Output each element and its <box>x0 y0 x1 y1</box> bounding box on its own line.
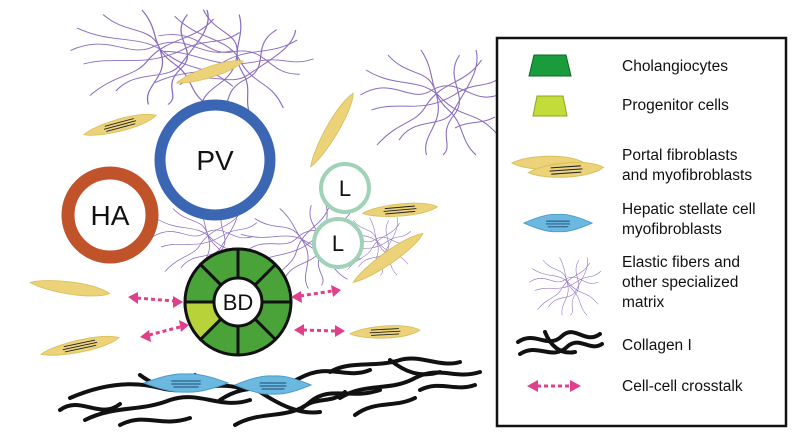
legend-label-fibroblasts-line2: and myofibroblasts <box>622 167 752 184</box>
legend: Cholangiocytes Progenitor cells Portal f… <box>495 36 788 428</box>
legend-label-collagen: Collagen I <box>622 337 692 354</box>
lymphatic-vessel-lower: L <box>312 217 364 269</box>
legend-label-stellate-line1: Hepatic stellate cell <box>622 201 756 218</box>
double-arrow-icon <box>527 380 581 392</box>
portal-vein: PV <box>154 99 276 221</box>
legend-label-elastic-line3: matrix <box>622 294 664 311</box>
lymphatic-vessel-upper: L <box>319 162 371 214</box>
crosstalk-arrows <box>136 289 337 337</box>
lymphatic-label-lower: L <box>332 231 344 256</box>
lymphatic-label-upper: L <box>339 176 351 201</box>
lime-trapezoid-icon <box>532 95 568 117</box>
legend-label-stellate-line2: myofibroblasts <box>622 221 722 238</box>
hepatic-artery: HA <box>61 166 159 264</box>
bile-duct-label: BD <box>223 290 254 315</box>
collagen-icon <box>516 330 604 356</box>
legend-label-elastic-line1: Elastic fibers and <box>622 254 740 271</box>
legend-label-crosstalk: Cell-cell crosstalk <box>622 378 743 395</box>
collagen-fibers <box>58 356 482 427</box>
crosstalk-arrowheads <box>128 285 345 342</box>
legend-label-cholangiocytes: Cholangiocytes <box>622 58 728 75</box>
legend-label-fibroblasts-line1: Portal fibroblasts <box>622 147 738 164</box>
elastic-fibers-right <box>359 49 505 156</box>
legend-label-elastic-line2: other specialized <box>622 274 738 291</box>
bile-duct: BD <box>183 247 293 357</box>
green-trapezoid-icon <box>528 54 572 77</box>
hepatic-artery-label: HA <box>91 200 130 231</box>
portal-vein-label: PV <box>196 145 234 176</box>
legend-label-progenitor: Progenitor cells <box>622 97 729 114</box>
